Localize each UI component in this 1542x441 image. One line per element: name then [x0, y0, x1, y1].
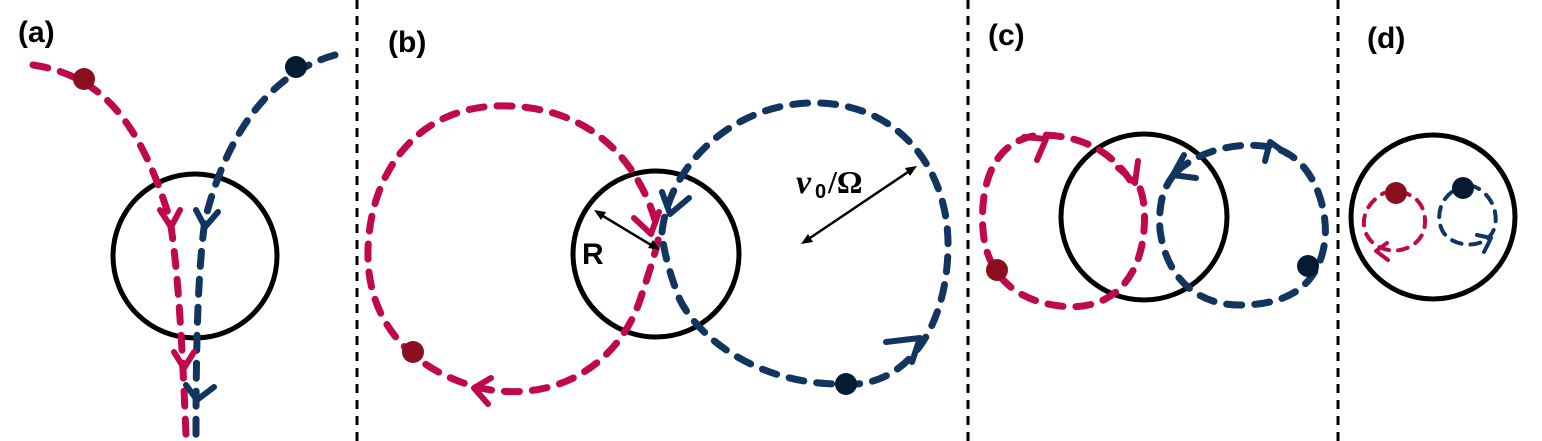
- orbit-radius-arrowhead: [801, 234, 813, 244]
- panel-d: (d): [1348, 22, 1518, 302]
- blue-arrowhead: [1475, 233, 1493, 254]
- red-arrowhead: [1115, 158, 1141, 186]
- red-arrowhead: [1374, 241, 1390, 262]
- blue-particle: [835, 373, 857, 395]
- orbit-radius-label: v 0 /Ω: [796, 164, 863, 203]
- panel-a-label: (a): [18, 16, 55, 49]
- blue-particle: [1297, 255, 1319, 277]
- red-particle: [73, 68, 95, 90]
- blue-trajectory: [1437, 183, 1498, 247]
- red-trajectory: [1362, 190, 1427, 253]
- red-arrowhead: [1021, 134, 1049, 163]
- panel-b-label: (b): [388, 26, 426, 59]
- red-arrowhead: [171, 349, 197, 371]
- orbit-radius-subscript: 0: [815, 181, 826, 203]
- red-arrowhead: [157, 207, 183, 230]
- panel-c-label: (c): [988, 19, 1025, 52]
- red-trajectory: [364, 102, 664, 396]
- interaction-disk: [1348, 132, 1518, 302]
- red-particle: [986, 259, 1008, 281]
- blue-arrowhead: [1262, 139, 1290, 164]
- panel-d-label: (d): [1367, 22, 1405, 55]
- blue-trajectory: [1156, 141, 1329, 309]
- radius-label: R: [582, 238, 604, 271]
- blue-arrowhead: [193, 207, 221, 230]
- radius-arrowhead: [594, 210, 606, 220]
- panel-b: (b) R v 0 /Ω: [364, 26, 952, 407]
- blue-arrowhead: [883, 335, 923, 365]
- orbit-radius-omega: /Ω: [827, 164, 863, 200]
- blue-trajectory: [658, 99, 952, 388]
- blue-arrowhead: [183, 382, 217, 403]
- panel-a: (a): [18, 16, 339, 439]
- red-trajectory: [979, 131, 1148, 311]
- orbit-radius-v: v: [796, 164, 812, 201]
- panel-c: (c): [979, 19, 1329, 311]
- red-arrowhead: [471, 375, 494, 407]
- radius-arrowhead: [648, 240, 660, 250]
- radius-arrow: [597, 211, 657, 250]
- red-particle: [402, 341, 424, 363]
- blue-trajectory: [192, 51, 339, 439]
- blue-arrowhead: [659, 189, 692, 217]
- blue-arrowhead: [1170, 152, 1199, 181]
- blue-particle: [1452, 177, 1474, 199]
- red-particle: [1385, 182, 1407, 204]
- interaction-disk: [570, 168, 742, 340]
- orbit-radius-arrow: [803, 166, 915, 244]
- red-arrowhead: [631, 209, 662, 237]
- interaction-disk: [1058, 131, 1230, 303]
- blue-particle: [285, 56, 307, 78]
- orbit-radius-arrowhead: [905, 166, 917, 176]
- red-trajectory: [29, 61, 190, 439]
